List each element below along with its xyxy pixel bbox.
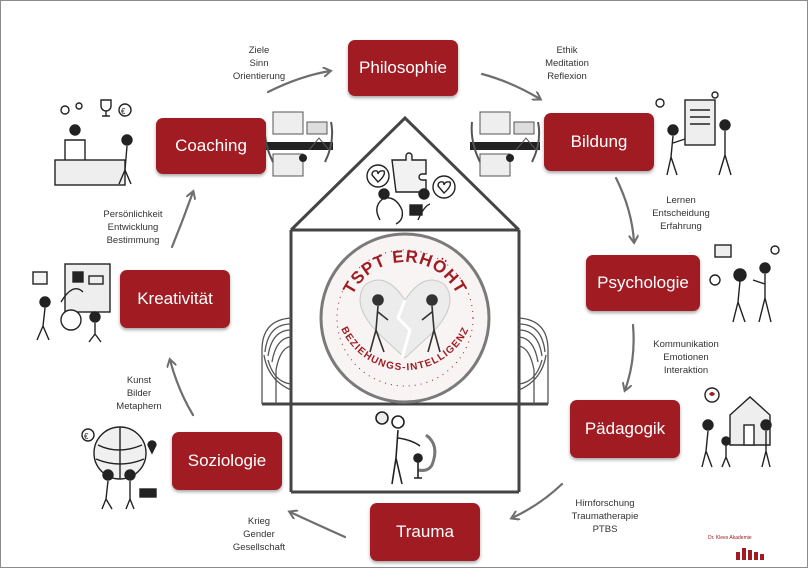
keyword: Bestimmung [106, 235, 160, 246]
arrow-coaching-philosophie [266, 71, 330, 94]
seal-top-text: TSPT ERHÖHT [339, 247, 470, 298]
keyword: Metaphern [116, 401, 162, 412]
keyword: Interaktion [663, 365, 709, 376]
keywords-coaching-philosophie: Ziele Sinn Orientierung [204, 44, 314, 83]
node-psychologie[interactable]: Psychologie [586, 255, 700, 311]
keywords-soziologie-kreativitaet: Kunst Bilder Metaphern [84, 374, 194, 413]
kreativitaet-illustration [32, 263, 111, 343]
keyword: Lernen [666, 195, 696, 206]
keyword: Hirnforschung [575, 498, 635, 509]
keyword: PTBS [592, 524, 618, 535]
keyword: Meditation [545, 58, 589, 69]
psychologie-illustration [709, 244, 780, 323]
keyword: Entscheidung [652, 208, 710, 219]
house-roof [289, 115, 521, 232]
center-seal [319, 232, 491, 404]
paedagogik-illustration [701, 387, 772, 468]
keyword: Orientierung [232, 71, 286, 82]
keyword: Gender [243, 529, 275, 540]
arrow-psychologie-paedagogik [625, 323, 635, 390]
academy-logo-text: Dr. Klees Akademie [708, 535, 778, 541]
keyword: Traumatherapie [571, 511, 639, 522]
keyword: Reflexion [547, 71, 587, 82]
puzzle-icon [391, 152, 427, 193]
svg-text:€: € [84, 432, 89, 441]
person-left [376, 197, 404, 225]
node-trauma[interactable]: Trauma [370, 503, 480, 561]
keyword: Erfahrung [660, 221, 702, 232]
keyword: Bilder [126, 388, 152, 399]
keyword: Ziele [248, 45, 270, 56]
keywords-trauma-soziologie: Krieg Gender Gesellschaft [204, 515, 314, 554]
arrow-soziologie-kreativitaet [170, 360, 195, 417]
bildung-illustration [655, 91, 732, 176]
keyword: Ethik [556, 45, 578, 56]
house [262, 115, 548, 494]
node-paedagogik[interactable]: Pädagogik [570, 400, 680, 458]
keyword: Kunst [126, 375, 152, 386]
staircase-left [261, 317, 292, 404]
staircase-right [518, 317, 549, 404]
soziologie-illustration: € [81, 426, 157, 510]
keywords-psychologie-paedagogik: Kommunikation Emotionen Interaktion [631, 338, 741, 377]
heart-icon [371, 170, 386, 183]
academy-logo [736, 548, 764, 560]
arrow-kreativitaet-coaching [170, 192, 193, 249]
keyword: Sinn [249, 58, 269, 69]
arrow-bildung-psychologie [614, 176, 634, 242]
keywords-kreativitaet-coaching: Persönlichkeit Entwicklung Bestimmung [78, 208, 188, 247]
keyword: Persönlichkeit [103, 209, 163, 220]
heart-bubble-right [432, 175, 456, 199]
coaching-illustration: € [54, 99, 133, 186]
keywords-paedagogik-trauma: Hirnforschung Traumatherapie PTBS [550, 497, 660, 536]
arrow-paedagogik-trauma [512, 482, 564, 518]
cycle-arrows [170, 71, 635, 539]
seal-bottom-text: BEZIEHUNGS-INTELLIGENZ [338, 325, 471, 373]
keywords-philosophie-bildung: Ethik Meditation Reflexion [512, 44, 622, 83]
heart-bubble-left [366, 164, 390, 188]
node-kreativitaet[interactable]: Kreativität [120, 270, 230, 328]
arrow-trauma-soziologie [290, 512, 347, 539]
node-philosophie[interactable]: Philosophie [348, 40, 458, 96]
flowchart-icon-left [263, 111, 334, 177]
svg-text:€: € [121, 107, 126, 116]
person-right [417, 203, 431, 221]
keywords-bildung-psychologie: Lernen Entscheidung Erfahrung [626, 194, 736, 233]
node-bildung[interactable]: Bildung [544, 113, 654, 171]
keyword: Krieg [247, 516, 271, 527]
keyword: Kommunikation [653, 339, 719, 350]
heart-icon [437, 181, 452, 194]
logo-name: Dr. Klees Akademie [708, 535, 752, 541]
trophy-icon [100, 99, 112, 117]
ground-floor-illustration [375, 411, 437, 485]
keyword: Emotionen [663, 352, 709, 363]
attic-illustration [366, 152, 456, 225]
arrow-philosophie-bildung [480, 72, 540, 99]
node-soziologie[interactable]: Soziologie [172, 432, 282, 490]
keyword: Entwicklung [107, 222, 159, 233]
flowchart-icon-right [470, 111, 541, 177]
keyword: Gesellschaft [232, 542, 286, 553]
couple-illustration [369, 294, 441, 353]
node-coaching[interactable]: Coaching [156, 118, 266, 174]
